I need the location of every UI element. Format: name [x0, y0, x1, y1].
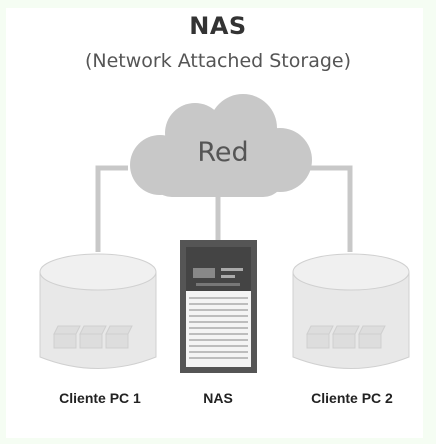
- connection-line-pc1: [95, 165, 128, 252]
- diagram-title: NAS: [189, 12, 247, 40]
- node-label-client-pc-2: Cliente PC 2: [311, 390, 393, 406]
- cloud-label: Red: [197, 137, 249, 168]
- client-disk-icon: [39, 253, 157, 369]
- nas-server-icon: [180, 240, 257, 373]
- node-label-nas: NAS: [203, 390, 233, 406]
- client-disk-icon: [292, 253, 410, 369]
- node-label-client-pc-1: Cliente PC 1: [59, 390, 141, 406]
- diagram-subtitle: (Network Attached Storage): [84, 50, 352, 72]
- cloud-icon: [130, 94, 312, 197]
- network-connections: [95, 165, 353, 252]
- connection-line-pc2: [306, 165, 353, 252]
